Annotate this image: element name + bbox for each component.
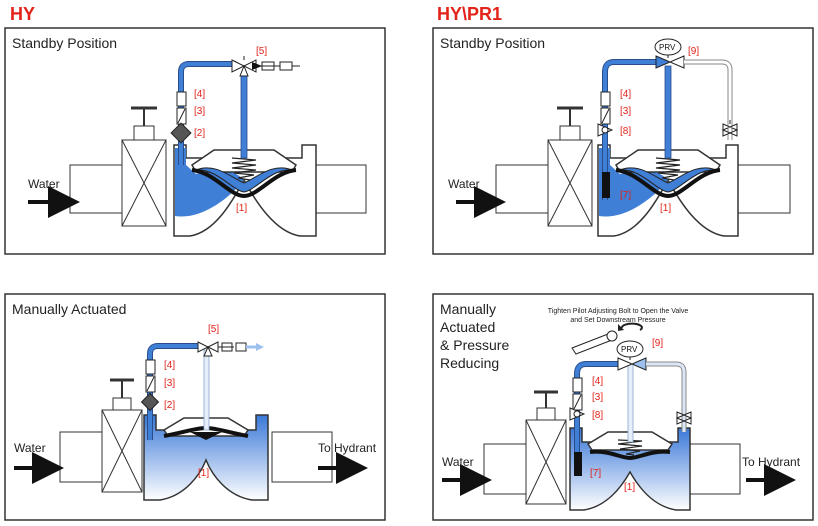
callout-5: [5]	[256, 46, 267, 57]
callout-2: [2]	[164, 400, 175, 411]
callout-3: [3]	[164, 378, 175, 389]
title-bottom-left: Manually Actuated	[12, 301, 126, 317]
callout-2: [2]	[194, 128, 205, 139]
callout-4: [4]	[620, 89, 631, 100]
rotate-arrow-icon	[621, 322, 643, 331]
title-bottom-right-line1: Manually	[440, 301, 496, 317]
callout-5: [5]	[208, 324, 219, 335]
callout-4: [4]	[592, 376, 603, 387]
to-hydrant-label-bottom-left: To Hydrant	[318, 441, 377, 455]
prv-label: PRV	[621, 345, 638, 354]
title-top-left: Standby Position	[12, 35, 117, 51]
callout-1: [1]	[236, 203, 247, 214]
water-label-bottom-left: Water	[14, 441, 46, 455]
callout-8: [8]	[620, 126, 631, 137]
instruction-line1: Tighten Pilot Adjusting Bolt to Open the…	[548, 308, 689, 315]
callout-9: [9]	[688, 46, 699, 57]
instruction-line2: and Set Downstream Pressure	[570, 317, 665, 324]
callout-7: [7]	[590, 468, 601, 479]
water-label-top-right: Water	[448, 177, 480, 191]
title-top-right: Standby Position	[440, 35, 545, 51]
callout-4: [4]	[194, 89, 205, 100]
callout-1: [1]	[198, 468, 209, 479]
to-hydrant-label-bottom-right: To Hydrant	[742, 455, 801, 469]
title-bottom-right-line2: Actuated	[440, 319, 495, 335]
callout-7: [7]	[620, 190, 631, 201]
callout-3: [3]	[620, 106, 631, 117]
heading-hy-pr1: HY\PR1	[437, 4, 503, 24]
water-label-bottom-right: Water	[442, 455, 474, 469]
title-bottom-right-line3: & Pressure	[440, 337, 509, 353]
callout-3: [3]	[194, 106, 205, 117]
callout-1: [1]	[624, 482, 635, 493]
water-label-top-left: Water	[28, 177, 60, 191]
callout-1: [1]	[660, 203, 671, 214]
title-bottom-right-line4: Reducing	[440, 355, 499, 371]
diagram-top-right	[456, 38, 791, 237]
callout-9: [9]	[652, 338, 663, 349]
diagram-top-left	[28, 56, 367, 237]
heading-hy: HY	[10, 4, 36, 24]
diagram-bottom-right	[442, 322, 796, 511]
callout-3: [3]	[592, 392, 603, 403]
prv-label: PRV	[659, 43, 676, 52]
panel-bottom-left	[4, 293, 386, 521]
callout-4: [4]	[164, 360, 175, 371]
diagram-bottom-left	[14, 341, 368, 501]
callout-8: [8]	[592, 410, 603, 421]
